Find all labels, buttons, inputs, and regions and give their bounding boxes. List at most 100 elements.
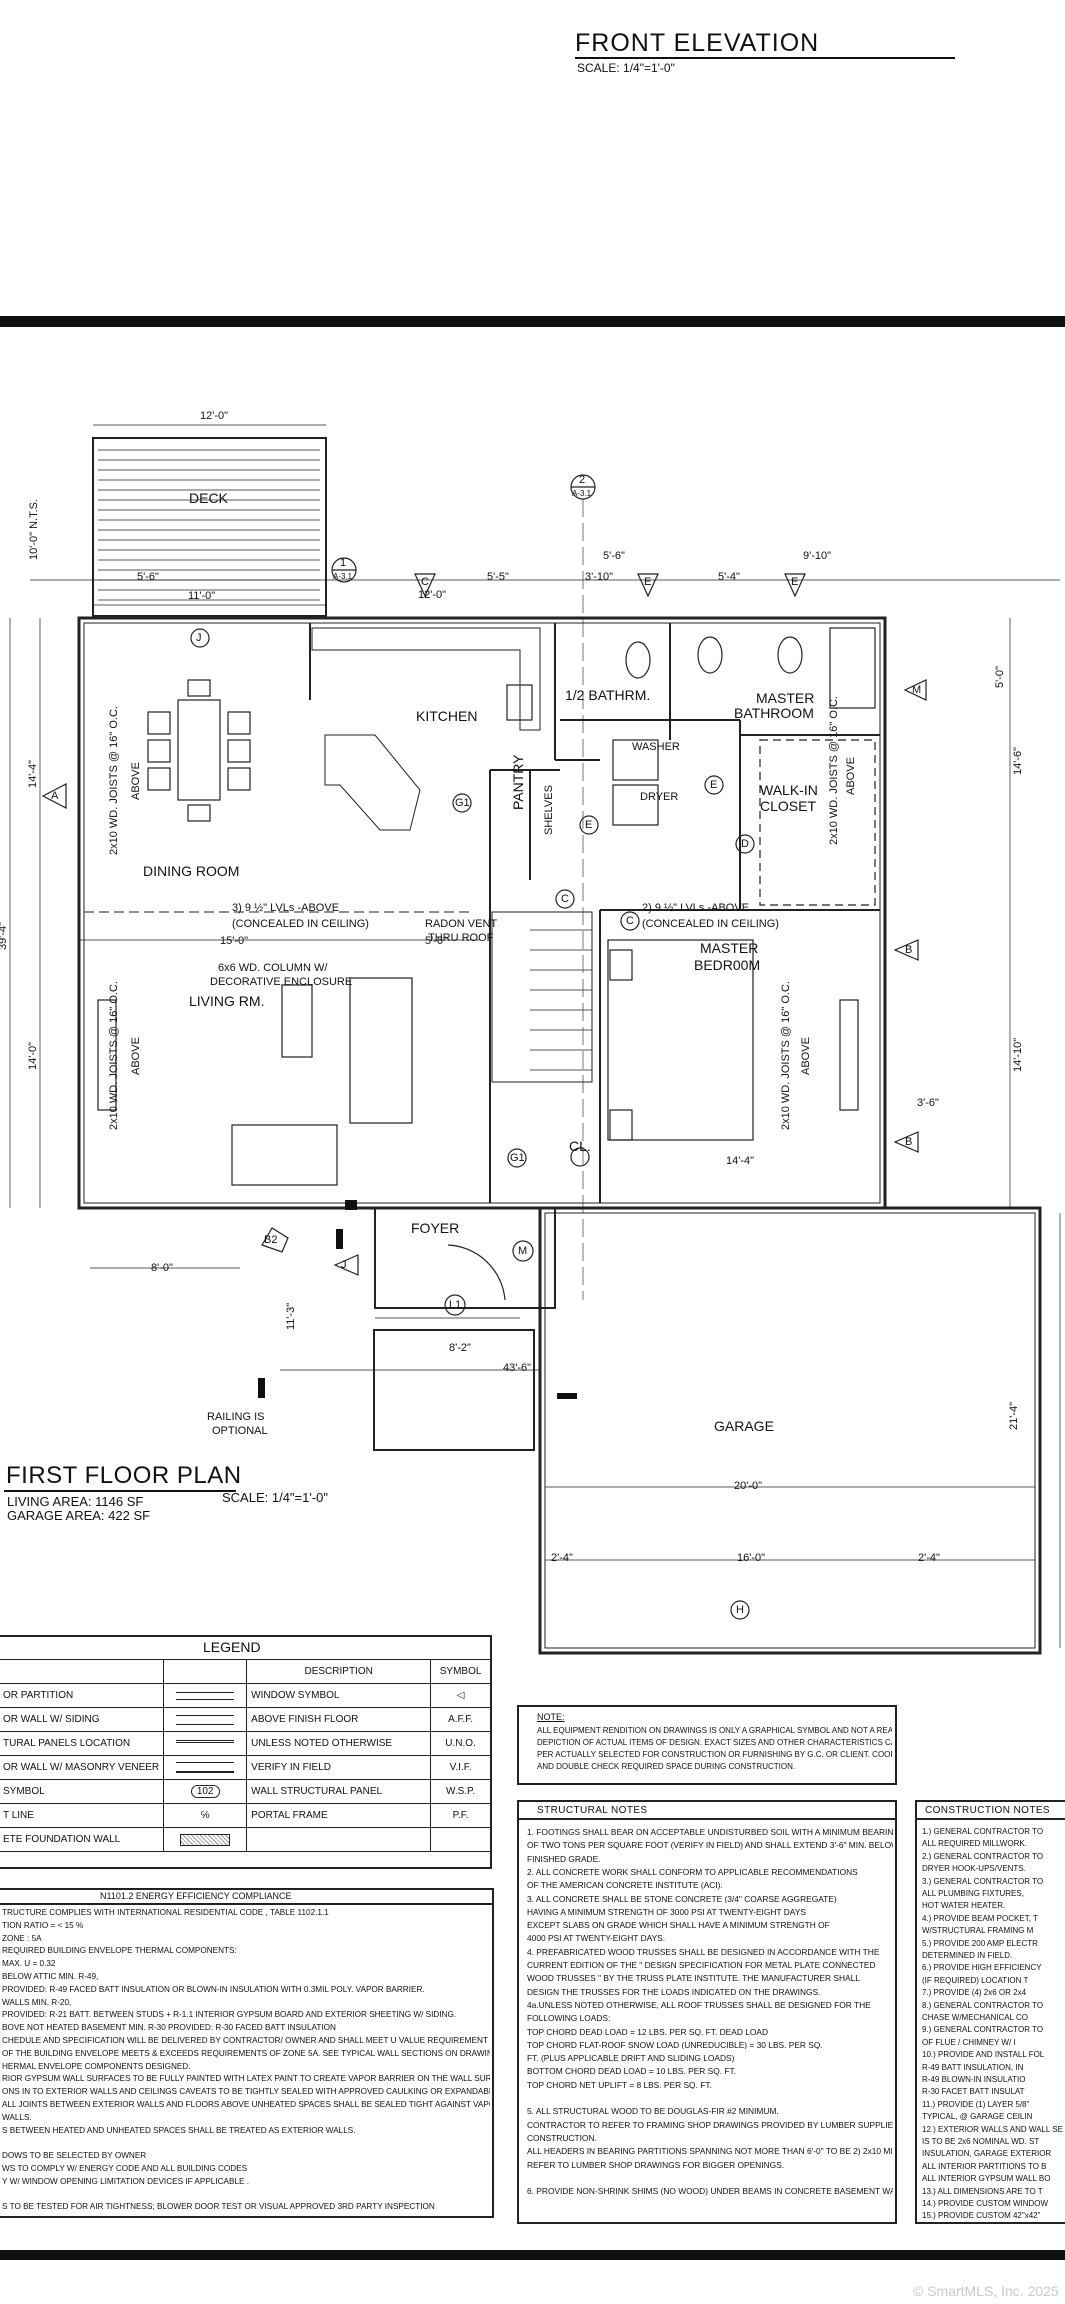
dim-5-6-a: 5'-6" (137, 571, 159, 583)
note-line: CONSTRUCTION. (527, 2133, 597, 2143)
joists-note-living: 2x10 WD. JOISTS @ 16" O.C. (108, 981, 120, 1130)
legend-symbol-foundation (180, 1833, 231, 1846)
legend-right-sym: A.F.F. (430, 1707, 491, 1732)
marker-b2-left: B2 (264, 1234, 278, 1246)
railing-note-2: OPTIONAL (212, 1425, 268, 1437)
note-line: CONTRACTOR TO REFER TO FRAMING SHOP DRAW… (527, 2120, 893, 2129)
room-label-cl: CL. (569, 1138, 591, 1154)
note-line: 13.) ALL DIMENSIONS ARE TO T (922, 2187, 1043, 2196)
dim-14-0: 14'-0" (27, 1041, 39, 1070)
note-line: AND DOUBLE CHECK REQUIRED SPACE DURING C… (537, 1763, 796, 1771)
note-line: 7.) PROVIDE (4) 2x6 OR 2x4 (922, 1989, 1027, 1998)
legend-102-badge: 102 (190, 1785, 220, 1798)
room-label-master-bath-2: BATHROOM (734, 705, 814, 721)
dim-8-0: 8'-0" (151, 1262, 173, 1274)
front-elevation-title: FRONT ELEVATION (575, 29, 820, 57)
room-label-half-bath: 1/2 BATHRM. (565, 687, 651, 703)
plan-title-underline (4, 1490, 236, 1492)
note-line: BOTTOM CHORD DEAD LOAD = 10 LBS. PER SQ.… (527, 2067, 737, 2076)
legend-left-row: OR PARTITION (0, 1683, 165, 1708)
stair-treads (530, 929, 592, 1071)
note-line: FOLLOWING LOADS: (527, 2014, 611, 2023)
room-label-dining: DINING ROOM (143, 863, 240, 879)
note-line: ALL PLUMBING FIXTURES, (922, 1890, 1024, 1898)
lvl-right-note-2: (CONCEALED IN CEILING) (642, 918, 779, 930)
note-line: W/STRUCTURAL FRAMING M (922, 1927, 1034, 1936)
structural-title: STRUCTURAL NOTES (537, 1805, 648, 1816)
note-line: S TO BE TESTED FOR AIR TIGHTNESS; BLOWER… (2, 2203, 435, 2212)
joists-note-left: 2x10 WD. JOISTS @ 16" O.C. (108, 706, 120, 855)
note-line: TION RATIO = < 15 % (2, 1921, 84, 1930)
room-label-deck: DECK (189, 490, 228, 506)
legend-right-sym: V.I.F. (430, 1755, 491, 1780)
legend-header-description: DESCRIPTION (246, 1659, 432, 1684)
room-label-master-bed-1: MASTER (700, 940, 759, 956)
dim-5-5: 5'-5" (487, 571, 509, 583)
room-label-dryer: DRYER (640, 791, 679, 803)
dim-2-4-b: 2'-4" (918, 1552, 940, 1564)
room-label-foyer: FOYER (411, 1220, 460, 1236)
legend-symbol-panels (176, 1740, 235, 1747)
legend-left-row: ETE FOUNDATION WALL (0, 1827, 165, 1852)
dim-14-6: 14'-6" (1012, 746, 1024, 775)
dim-16-0: 16'-0" (737, 1552, 766, 1564)
note-line: MAX. U = 0.32 (2, 1960, 56, 1969)
marker-g1-a: G1 (455, 797, 470, 809)
note-line: DRYER HOOK-UPS/VENTS. (922, 1865, 1026, 1874)
note-line: ALL EQUIPMENT RENDITION ON DRAWINGS IS O… (537, 1727, 892, 1735)
note-line: ALL REQUIRED MILLWORK. (922, 1840, 1027, 1849)
note-line: CURRENT EDITION OF THE " DESIGN SPECIFIC… (527, 1961, 876, 1970)
legend-left-row: OR WALL W/ SIDING (0, 1707, 165, 1732)
section-1-sheet: A-3.1 (333, 572, 353, 581)
note-line: HERMAL ENVELOPE COMPONENTS DESIGNED. (2, 2062, 191, 2071)
note-line: 12.) EXTERIOR WALLS AND WALL SE (922, 2125, 1063, 2134)
sofa (349, 977, 413, 1124)
marker-j-1: J (196, 632, 202, 644)
legend-left-row: SYMBOL (0, 1779, 165, 1804)
section-1-number: 1 (340, 557, 347, 569)
note-line: CHASE W/MECHANICAL CO (922, 2014, 1028, 2022)
lvl-right-note-1: 2) 9 ½" LVLs -ABOVE (642, 902, 750, 914)
marker-c-2: C (626, 915, 634, 927)
marker-a: A (51, 790, 59, 802)
note-line: ALL INTERIOR PARTITIONS TO B (922, 2162, 1047, 2171)
note-line: DESIGN THE TRUSSES FOR THE LOADS INDICAT… (527, 1987, 821, 1996)
marker-m-right: M (912, 684, 922, 696)
structural-title-rule (517, 1818, 897, 1820)
note-line: S BETWEEN HEATED AND UNHEATED SPACES SHA… (2, 2126, 356, 2135)
front-elevation-scale: SCALE: 1/4"=1'-0" (577, 61, 675, 75)
note-line: OF TWO TONS PER SQUARE FOOT (VERIFY IN F… (527, 1841, 893, 1850)
note-title: NOTE: (537, 1712, 565, 1722)
section-2-sheet: A-3.1 (572, 489, 592, 498)
section-2-number: 2 (579, 474, 586, 486)
room-label-garage: GARAGE (714, 1418, 774, 1434)
note-line: OF FLUE / CHIMNEY W/ I (922, 2038, 1016, 2047)
note-line: 11.) PROVIDE (1) LAYER 5/8" (922, 2100, 1030, 2109)
legend-symbol-masonry (176, 1762, 235, 1773)
lvl-left-note-2: (CONCEALED IN CEILING) (232, 918, 369, 930)
legend-right-desc: PORTAL FRAME (246, 1803, 432, 1828)
dim-39-4: 39'-4" (0, 921, 9, 950)
dim-14-4-master: 14'-4" (726, 1155, 755, 1167)
note-line: INSULATION, GARAGE EXTERIOR (922, 2150, 1052, 2159)
above-note-living: ABOVE (130, 1037, 142, 1075)
legend-box (0, 1635, 492, 1869)
room-label-living: LIVING RM. (189, 993, 265, 1009)
living-area: LIVING AREA: 1146 SF (7, 1494, 144, 1509)
dim-deck-width: 12'-0" (200, 410, 229, 422)
lvl-left-note-1: 3) 9 ½" LVLs -ABOVE (232, 902, 340, 914)
legend-right-sym: P.F. (430, 1803, 491, 1828)
note-line: DETERMINED IN FIELD. (922, 1952, 1013, 1960)
marker-m-foyer: M (518, 1245, 528, 1257)
note-line: ALL HEADERS IN BEARING PARTITIONS SPANNI… (527, 2147, 893, 2156)
legend-right-desc: UNLESS NOTED OTHERWISE (246, 1731, 432, 1756)
marker-j-2: J (341, 1259, 347, 1271)
garage-area: GARAGE AREA: 422 SF (7, 1508, 151, 1523)
note-line: 4. PREFABRICATED WOOD TRUSSES SHALL BE D… (527, 1947, 880, 1957)
legend-header-symbol: SYMBOL (430, 1659, 491, 1684)
note-line: 6. PROVIDE NON-SHRINK SHIMS (NO WOOD) UN… (527, 2187, 893, 2196)
deck-boards (98, 449, 320, 601)
legend-right-sym: U.N.O. (430, 1731, 491, 1756)
marker-b-2: B (905, 1136, 913, 1148)
dim-5-4: 5'-4" (718, 571, 740, 583)
